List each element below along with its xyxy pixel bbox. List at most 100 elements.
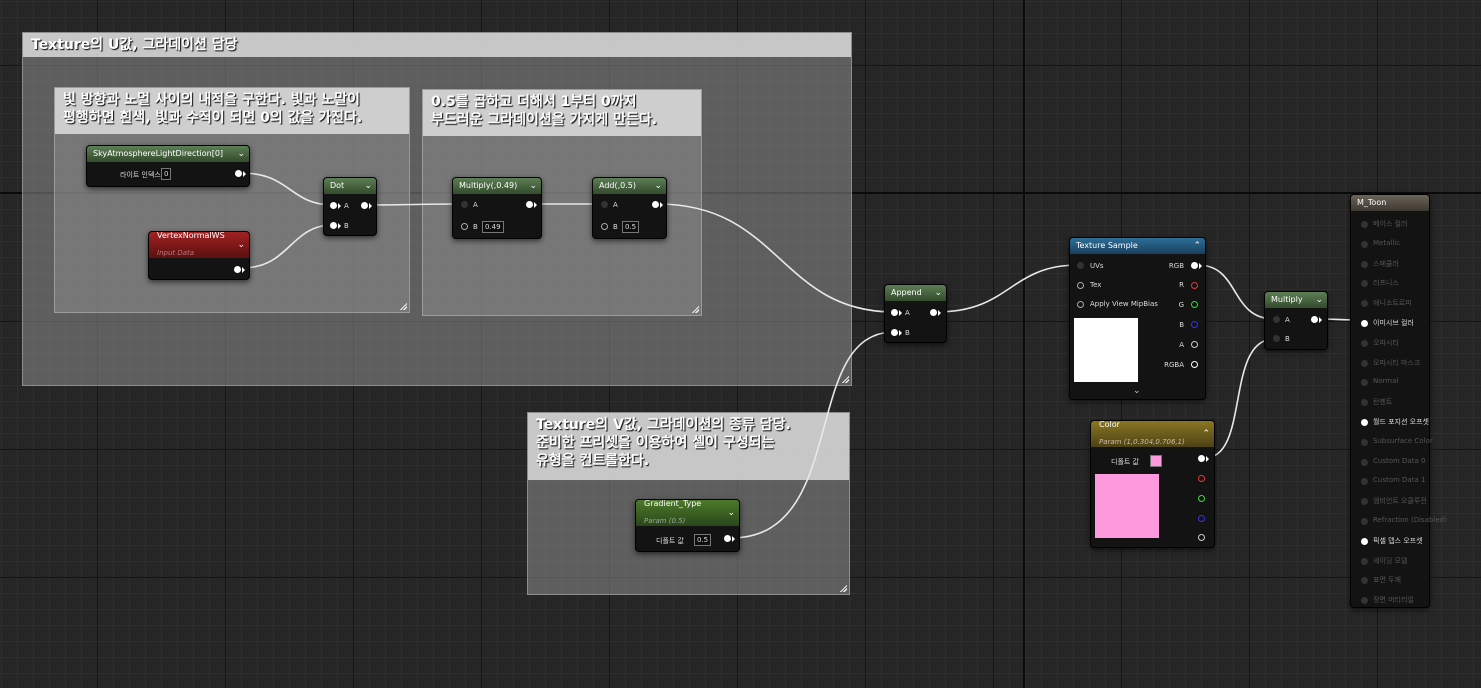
node-header[interactable]: Color Param (1,0.304,0.706,1) ⌃ xyxy=(1091,421,1214,447)
material-input-row[interactable]: 탄젠트 xyxy=(1361,397,1392,407)
input-pin[interactable] xyxy=(1361,280,1368,288)
input-pin-a[interactable] xyxy=(461,201,468,208)
node-header[interactable]: Texture Sample ⌃ xyxy=(1070,238,1205,254)
output-pin-g[interactable] xyxy=(1198,495,1205,502)
resize-handle[interactable] xyxy=(839,584,847,592)
output-pin[interactable] xyxy=(930,309,937,316)
chevron-down-icon[interactable]: ⌄ xyxy=(237,240,245,250)
material-input-row[interactable]: 이미시브 컬러 xyxy=(1361,318,1414,328)
chevron-down-icon[interactable]: ⌄ xyxy=(237,149,245,159)
output-pin[interactable] xyxy=(234,266,241,273)
input-pin[interactable] xyxy=(1361,359,1368,367)
input-pin[interactable] xyxy=(1361,379,1368,387)
material-input-row[interactable]: Metallic xyxy=(1361,239,1400,248)
node-vertex-normal-ws[interactable]: VertexNormalWS Input Data ⌄ xyxy=(148,231,250,280)
chevron-down-icon[interactable]: ⌄ xyxy=(654,181,662,191)
default-value-field[interactable]: 0.5 xyxy=(694,534,712,546)
node-texture-sample[interactable]: Texture Sample ⌃ UVs Tex Apply View MipB… xyxy=(1069,237,1206,400)
input-pin[interactable] xyxy=(1361,320,1368,327)
input-pin-a[interactable] xyxy=(1273,316,1280,323)
output-pin-b[interactable] xyxy=(1191,321,1198,328)
chevron-down-icon[interactable]: ⌄ xyxy=(1315,295,1323,305)
comment-title[interactable]: 빛 방향과 노멀 사이의 내적을 구한다. 빛과 노말이 평행하면 흰색, 빛과… xyxy=(55,88,409,134)
material-input-row[interactable]: 월드 포지션 오프셋 xyxy=(1361,417,1429,427)
chevron-up-icon[interactable]: ⌃ xyxy=(1202,429,1210,439)
b-value-field[interactable]: 0.49 xyxy=(482,221,504,233)
output-pin[interactable] xyxy=(1311,316,1318,323)
material-input-row[interactable]: Normal xyxy=(1361,377,1398,387)
input-pin[interactable] xyxy=(1361,537,1368,545)
chevron-down-icon[interactable]: ⌄ xyxy=(934,288,942,298)
node-header[interactable]: Dot ⌄ xyxy=(324,178,376,194)
input-pin-b[interactable] xyxy=(330,222,337,229)
material-input-row[interactable]: 픽셀 뎁스 오프셋 xyxy=(1361,536,1423,546)
output-pin-a[interactable] xyxy=(1191,341,1198,348)
input-pin-b[interactable] xyxy=(1273,335,1280,342)
node-header[interactable]: Add(,0.5) ⌄ xyxy=(593,178,666,194)
input-pin[interactable] xyxy=(1361,458,1368,466)
node-dot[interactable]: Dot ⌄ A B xyxy=(323,177,377,236)
material-input-row[interactable]: 앰비언트 오클루전 xyxy=(1361,496,1427,506)
output-pin-g[interactable] xyxy=(1191,301,1198,308)
output-pin-r[interactable] xyxy=(1198,475,1205,482)
input-pin-uvs[interactable] xyxy=(1077,262,1084,269)
input-pin-a[interactable] xyxy=(891,309,898,316)
material-input-row[interactable]: 오파시티 xyxy=(1361,338,1399,348)
input-pin[interactable] xyxy=(1361,260,1368,268)
material-input-row[interactable]: 애니소트로피 xyxy=(1361,298,1412,308)
node-multiply-049[interactable]: Multiply(,0.49) ⌄ A B 0.49 xyxy=(452,177,542,239)
input-pin[interactable] xyxy=(1361,518,1368,525)
input-pin[interactable] xyxy=(1361,577,1368,585)
output-pin[interactable] xyxy=(526,201,533,208)
chevron-down-icon[interactable]: ⌄ xyxy=(529,181,537,191)
material-input-row[interactable]: Custom Data 0 xyxy=(1361,457,1425,466)
input-pin-a[interactable] xyxy=(601,201,608,208)
input-pin[interactable] xyxy=(1361,240,1368,248)
node-multiply[interactable]: Multiply ⌄ A B xyxy=(1264,291,1328,350)
comment-v-group[interactable]: Texture의 V값, 그라데이션의 종류 담당. 준비한 프리셋을 이용하여… xyxy=(527,412,850,595)
expand-chevron-icon[interactable]: ⌄ xyxy=(1133,386,1141,396)
input-pin[interactable] xyxy=(1361,300,1368,308)
input-pin[interactable] xyxy=(1361,438,1368,446)
material-input-row[interactable]: 오파시티 마스크 xyxy=(1361,358,1420,368)
node-header[interactable]: Multiply(,0.49) ⌄ xyxy=(453,178,541,194)
material-input-row[interactable]: Refraction (Disabled) xyxy=(1361,516,1447,525)
input-pin[interactable] xyxy=(1361,478,1368,486)
node-header[interactable]: Multiply ⌄ xyxy=(1265,292,1327,308)
input-pin[interactable] xyxy=(1361,557,1368,565)
b-value-field[interactable]: 0.5 xyxy=(622,221,640,233)
material-input-row[interactable]: 셰이딩 모델 xyxy=(1361,556,1407,566)
material-input-row[interactable]: 표면 두께 xyxy=(1361,575,1401,585)
comment-title[interactable]: Texture의 U값, 그라데이션 담당 xyxy=(23,33,851,57)
input-pin[interactable] xyxy=(1361,339,1368,347)
node-header[interactable]: Append ⌄ xyxy=(885,285,946,301)
output-pin-rgb[interactable] xyxy=(1198,455,1205,462)
material-input-row[interactable]: 스페큘러 xyxy=(1361,259,1399,269)
output-pin-r[interactable] xyxy=(1191,282,1198,289)
input-pin-tex[interactable] xyxy=(1077,282,1084,289)
output-pin[interactable] xyxy=(235,170,242,177)
node-header[interactable]: M_Toon xyxy=(1351,195,1429,211)
node-header[interactable]: SkyAtmosphereLightDirection[0] ⌄ xyxy=(87,146,249,162)
chevron-down-icon[interactable]: ⌄ xyxy=(727,508,735,518)
output-pin-a[interactable] xyxy=(1198,534,1205,541)
light-index-field[interactable]: 0 xyxy=(161,168,172,180)
resize-handle[interactable] xyxy=(399,302,407,310)
output-pin-rgb[interactable] xyxy=(1191,262,1198,269)
output-pin-b[interactable] xyxy=(1198,515,1205,522)
input-pin[interactable] xyxy=(1361,221,1368,228)
node-sky-light-direction[interactable]: SkyAtmosphereLightDirection[0] ⌄ 라이트 인덱스… xyxy=(86,145,250,187)
material-input-row[interactable]: Subsurface Color xyxy=(1361,437,1433,446)
default-color-swatch[interactable] xyxy=(1150,455,1162,467)
input-pin[interactable] xyxy=(1361,498,1368,506)
output-pin[interactable] xyxy=(361,202,368,209)
node-color[interactable]: Color Param (1,0.304,0.706,1) ⌃ 디폴트 값 xyxy=(1090,420,1215,548)
node-append[interactable]: Append ⌄ A B xyxy=(884,284,947,343)
chevron-down-icon[interactable]: ⌄ xyxy=(364,181,372,191)
comment-title[interactable]: Texture의 V값, 그라데이션의 종류 담당. 준비한 프리셋을 이용하여… xyxy=(528,413,849,480)
input-pin-b[interactable] xyxy=(891,329,898,336)
node-header[interactable]: VertexNormalWS Input Data ⌄ xyxy=(149,232,249,258)
comment-title[interactable]: 0.5를 곱하고 더해서 1부터 0까지 부드러운 그라데이션을 가지게 만든다… xyxy=(423,90,701,136)
input-pin-b[interactable] xyxy=(461,223,468,230)
